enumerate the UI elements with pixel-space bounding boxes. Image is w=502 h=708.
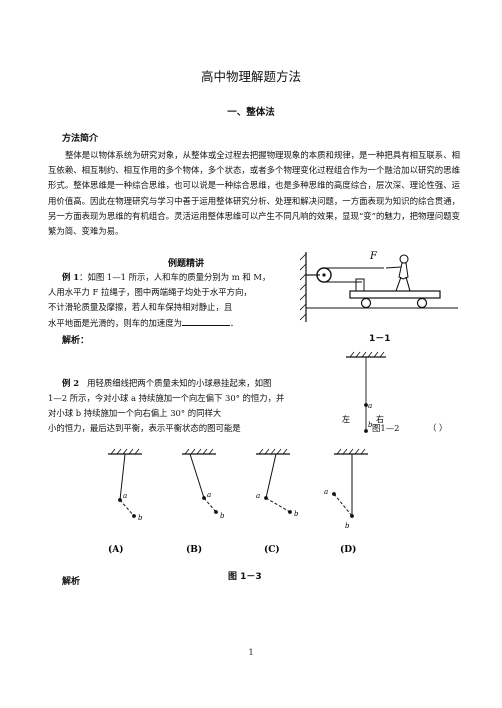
- option-d-ball-b-label: b: [345, 522, 350, 530]
- option-c-ball-a-label: a: [256, 492, 260, 500]
- option-b-diagram: a b: [182, 448, 225, 520]
- example1-text-1: ：如图 1—1 所示，人和车的质量分别为 m 和 M，: [79, 272, 271, 282]
- example1-line-4: 水平地面是光滑的，则车的加速度为 ．: [48, 316, 238, 329]
- ball-b: [364, 429, 368, 433]
- ceiling-hatching: [349, 351, 385, 358]
- example2-analysis: 解析: [62, 577, 81, 587]
- example2-text-1: 用轻质细线把两个质量未知的小球悬挂起来，如图: [87, 378, 272, 388]
- person-head: [399, 254, 409, 264]
- option-d-label: (D): [340, 544, 356, 555]
- example1-line-3: 不计滑轮质量及摩擦，若人和车保持相对静止，且: [48, 302, 233, 312]
- option-d-diagram: a b: [324, 448, 368, 530]
- cart-post: [355, 278, 365, 292]
- figure-1-3-caption: 图 1－3: [228, 572, 262, 582]
- option-a-ball-b-label: b: [138, 514, 143, 522]
- option-a-label: (A): [108, 544, 124, 555]
- option-a-ball-a-label: a: [123, 492, 127, 500]
- example2-line-4: 小的恒力，最后达到平衡，表示平衡状态的图可能是: [48, 423, 241, 433]
- method-paragraph: 整体是以物体系统为研究对象，从整体或全过程去把握物理现象的本质和规律，是一种把具…: [48, 150, 460, 237]
- option-c-label: (C): [264, 544, 280, 555]
- example1-label: 例 1: [62, 272, 80, 282]
- example1-line-1: 例 1：如图 1—1 所示，人和车的质量分别为 m 和 M，: [62, 271, 270, 283]
- option-d-ball-a-label: a: [324, 488, 328, 496]
- ball-b-label: b: [368, 421, 373, 429]
- example2-label: 例 2: [62, 378, 80, 388]
- pulley-center: [322, 273, 326, 277]
- option-b-label: (B): [186, 544, 202, 555]
- example1-line-2: 人用水平力 F 拉绳子，图中两端绳子均处于水平方向，: [48, 287, 252, 297]
- ball-a: [364, 403, 368, 407]
- option-b-ball-a-label: a: [207, 491, 211, 499]
- page-title: 高中物理解题方法: [200, 69, 301, 84]
- right-label: 右: [376, 414, 384, 424]
- page-number: 1: [248, 648, 254, 657]
- method-heading: 方法简介: [62, 134, 99, 144]
- figure-1-1: F: [300, 251, 458, 322]
- person-torso: [398, 262, 409, 280]
- person-arm: [385, 266, 402, 269]
- wall-hatching: [300, 253, 307, 321]
- figure-1-1-caption: 1－1: [369, 334, 391, 344]
- example1-text-4: 水平地面是光滑的，则车的加速度为: [48, 318, 182, 328]
- person-legs: [395, 276, 411, 292]
- cart-wheel-right: [416, 297, 428, 309]
- cart-body: [349, 290, 441, 299]
- cart-wheel-left: [360, 297, 372, 309]
- example1-tail: ．: [230, 318, 239, 328]
- figure-1-3: a b a b a b a b (A) (B) (C) (D): [108, 448, 368, 555]
- section-heading: 一、整体法: [227, 107, 275, 118]
- option-b-ball-b-label: b: [220, 512, 225, 520]
- examples-heading: 例题精讲: [168, 259, 205, 269]
- example2-line-2: 1—2 所示，今对小球 a 持续施加一个向左偏下 30° 的恒力，并: [48, 393, 285, 403]
- example1-analysis-label: 解析: [62, 336, 81, 346]
- answer-parentheses: （ ）: [428, 423, 448, 433]
- example1-analysis-colon: ：: [80, 336, 90, 346]
- example2-line-1: 例 2 用轻质细线把两个质量未知的小球悬挂起来，如图: [62, 377, 271, 389]
- example1-analysis: 解析：: [62, 333, 89, 346]
- figure-1-2-caption: 图1—2: [372, 423, 400, 433]
- figure-1-2: a b 左 右: [342, 351, 386, 433]
- left-label: 左: [342, 414, 350, 424]
- answer-blank: [182, 316, 230, 326]
- option-a-diagram: a b: [108, 448, 143, 522]
- ball-a-label: a: [368, 402, 372, 410]
- force-label: F: [369, 251, 378, 262]
- option-c-diagram: a b: [256, 448, 299, 518]
- example2-line-3: 对小球 b 持续施加一个向右偏上 30° 的同样大: [48, 408, 222, 418]
- option-c-ball-b-label: b: [294, 510, 299, 518]
